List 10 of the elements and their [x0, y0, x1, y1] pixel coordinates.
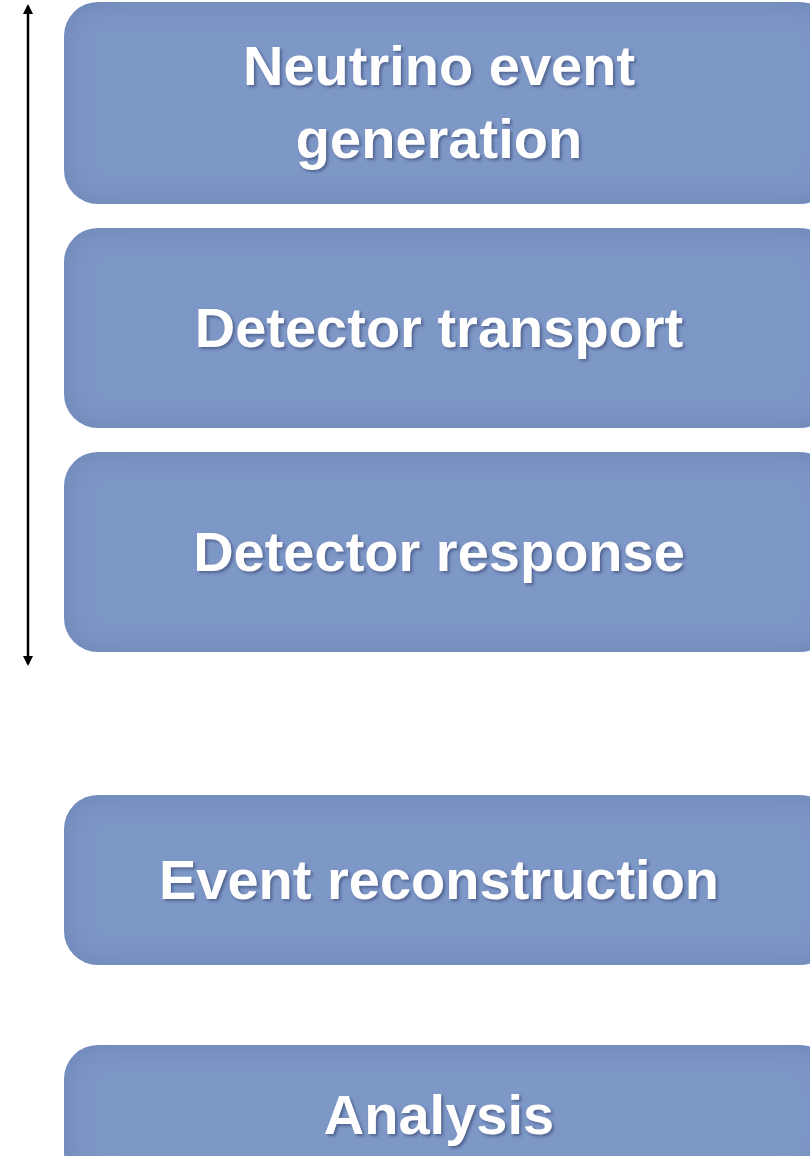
process-box	[64, 228, 810, 428]
process-box	[64, 1045, 810, 1156]
box-label: Neutrino event generation	[241, 33, 637, 172]
box-label: Event reconstruction	[158, 846, 720, 913]
box-label: Detector transport	[194, 294, 684, 361]
process-box	[64, 452, 810, 652]
box-label: Analysis	[323, 1081, 555, 1148]
process-box	[64, 2, 810, 204]
process-box	[64, 795, 810, 965]
box-label: Detector response	[193, 518, 685, 585]
